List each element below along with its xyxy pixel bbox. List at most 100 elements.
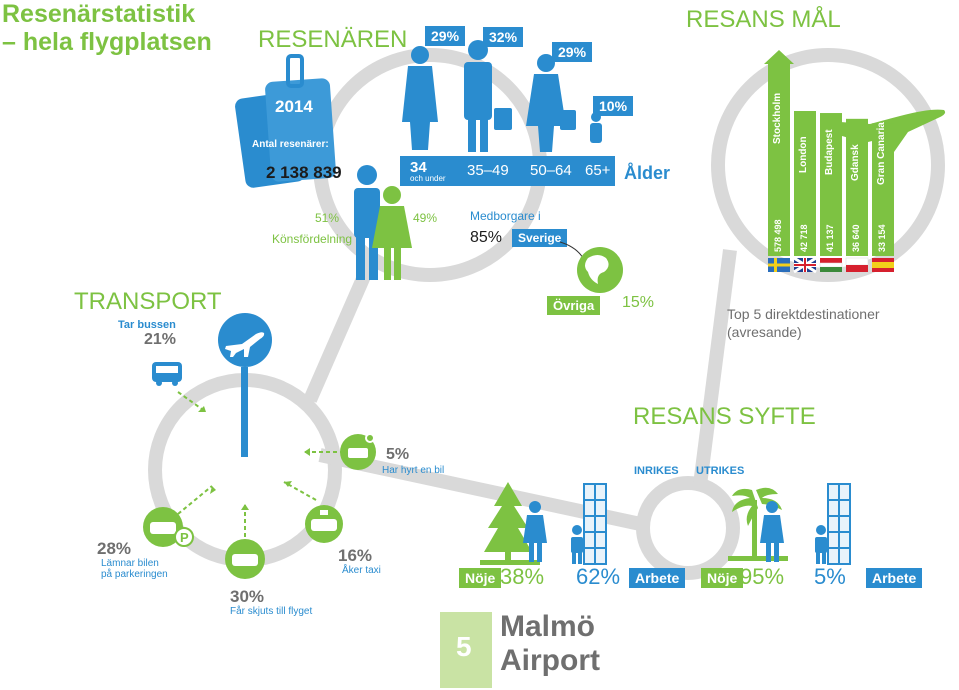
age-range-4: 65+ (585, 162, 611, 179)
bus-icon (152, 362, 182, 386)
airport-name-line1: Malmö (500, 610, 596, 643)
travelers-heading: RESENÄREN (258, 26, 408, 53)
traveler-count-value: 2 138 839 (266, 163, 342, 182)
briefcase-icon (494, 108, 512, 130)
age-range-1-sub: och under (410, 174, 446, 183)
destination-bar (768, 64, 790, 256)
rental-car-icon (340, 433, 376, 470)
parking-label-2: på parkeringen (101, 569, 168, 580)
gender-male-percent: 51% (315, 211, 340, 225)
goals-heading: RESANS MÅL (686, 6, 841, 33)
age-label: Ålder (624, 163, 671, 183)
citizenship-country: Sverige (512, 229, 568, 247)
parking-percent: 28% (97, 539, 132, 558)
taxi-percent: 16% (338, 546, 373, 565)
international-leisure-percent: 95% (740, 564, 785, 589)
age-range-1: 34 (410, 159, 427, 176)
person-icon (411, 46, 429, 64)
destination-bar (846, 118, 868, 257)
person-icon (537, 54, 555, 72)
age-percent-1: 29% (425, 26, 466, 46)
male-person-icon (354, 165, 380, 280)
transport-heading: TRANSPORT (74, 288, 222, 315)
parking-label-1: Lämnar bilen (101, 558, 159, 569)
citizenship-percent: 85% (470, 229, 503, 246)
page-number-box (440, 612, 492, 688)
traveler-count-label: Antal resenärer: (252, 139, 329, 150)
tree-icon (480, 482, 540, 565)
international-leisure-label: Nöje (701, 568, 744, 588)
leisure-person-icon (523, 501, 547, 562)
page-title: Resenärstatistik (2, 0, 196, 28)
building-icon (583, 483, 607, 565)
destination-bar (820, 113, 842, 257)
taxi-label: Åker taxi (342, 565, 381, 576)
international-business-label: Arbete (866, 568, 923, 588)
rental-label: Har hyrt en bil (382, 465, 445, 476)
age-axis-bar (400, 156, 615, 186)
year-label: 2014 (275, 97, 313, 116)
business-person-icon (571, 525, 583, 564)
ring-goals (711, 48, 945, 282)
poland-flag (845, 257, 869, 272)
leisure-person-icon (760, 501, 784, 562)
child-icon (590, 123, 602, 143)
age-range-2: 35–49 (467, 162, 509, 179)
citizenship-label: Medborgare i (470, 209, 541, 223)
female-person-icon (372, 186, 412, 280)
airport-name-line2: Airport (500, 644, 600, 677)
page-subtitle: – hela flygplatsen (2, 28, 212, 56)
international-label: UTRIKES (696, 465, 745, 477)
person-icon (464, 62, 492, 120)
person-icon (526, 74, 566, 152)
hungary-flag (819, 258, 843, 272)
person-icon (402, 66, 438, 150)
domestic-business-percent: 62% (576, 564, 621, 589)
rental-percent: 5% (386, 446, 410, 463)
taxi-icon (305, 505, 343, 543)
link-travelers-transport (303, 255, 379, 403)
svg-text:P: P (180, 530, 189, 545)
bus-label: Tar bussen (118, 319, 176, 331)
age-percent-3: 29% (552, 42, 593, 62)
parking-car-icon: P (143, 507, 194, 547)
citizenship-other-percent: 15% (622, 294, 655, 311)
link-goals-purpose (693, 249, 737, 486)
dropoff-car-icon (225, 539, 265, 579)
dropoff-label: Får skjuts till flyget (230, 606, 313, 617)
international-business-percent: 5% (814, 564, 846, 589)
purpose-heading: RESANS SYFTE (633, 403, 816, 430)
page-number: 5 (456, 631, 472, 662)
citizenship-other-label: Övriga (547, 296, 601, 315)
briefcase-icon (560, 110, 576, 130)
gender-female-percent: 49% (413, 211, 438, 225)
arrow-up-icon (764, 50, 794, 64)
dropoff-percent: 30% (230, 587, 265, 606)
uk-flag (793, 256, 817, 274)
age-percent-4: 10% (593, 96, 634, 116)
goals-caption-2: (avresande) (727, 324, 802, 340)
goals-caption-1: Top 5 direktdestinationer (727, 306, 880, 322)
sweden-flag (768, 258, 790, 272)
building-icon (827, 483, 851, 565)
age-percent-2: 32% (483, 27, 524, 47)
domestic-label: INRIKES (634, 465, 679, 477)
bus-percent: 21% (144, 331, 177, 348)
domestic-leisure-percent: 38% (500, 564, 545, 589)
destination-bar (872, 123, 894, 256)
business-person-icon (815, 525, 827, 564)
domestic-leisure-label: Nöje (459, 568, 502, 588)
age-range-3: 50–64 (530, 162, 572, 179)
domestic-business-label: Arbete (629, 568, 686, 588)
gender-label: Könsfördelning (272, 232, 353, 246)
